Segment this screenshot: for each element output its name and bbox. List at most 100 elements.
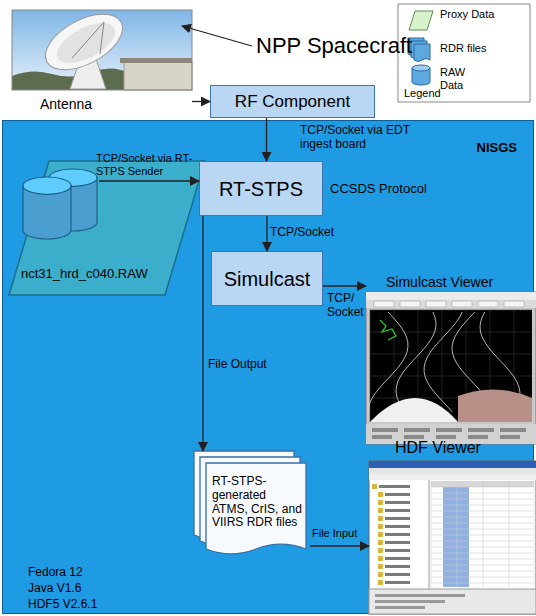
pane-divider <box>429 480 430 589</box>
window-frame <box>366 292 536 444</box>
tree-icon <box>378 524 383 529</box>
tool-button <box>478 301 498 307</box>
status-field <box>404 435 424 439</box>
tree-text <box>385 509 410 512</box>
node-text: RT-STPS <box>200 177 322 200</box>
tree-text <box>385 501 410 504</box>
tree-icon <box>378 532 383 537</box>
tool-bar <box>369 474 536 480</box>
tree-icon <box>378 508 383 513</box>
grid-line <box>370 354 532 355</box>
status-field <box>372 428 398 432</box>
node-text: HDF Viewer <box>395 439 481 457</box>
cylinder-top <box>23 177 71 194</box>
viewer-screenshot-graphic <box>366 274 536 444</box>
viewer-screenshot-graphic <box>369 439 536 614</box>
table-row <box>431 511 534 512</box>
table-row <box>431 583 534 584</box>
info-line <box>375 594 465 597</box>
rdr-files: RT-STPS-generated ATMS, CrIS, and VIIRS … <box>194 451 310 561</box>
status-field <box>468 428 494 432</box>
grid-line <box>370 310 371 422</box>
connector-arrow <box>99 180 199 181</box>
tree-icon <box>378 500 383 505</box>
building-roof <box>120 58 192 63</box>
connector-arrow <box>310 545 369 546</box>
info-line <box>375 600 445 603</box>
system-band: NISGSnct31_hrd_c040.RAWRT-STPSSimulcastS… <box>2 120 534 614</box>
table-column <box>457 481 458 587</box>
table-column <box>431 481 432 587</box>
feed-support <box>100 22 104 54</box>
tree-icon <box>378 572 383 577</box>
table-row <box>431 547 534 548</box>
node-text: RT-STPS-generated ATMS, CrIS, and VIIRS … <box>212 475 302 530</box>
title-bar <box>369 461 536 468</box>
doc-sheet <box>206 463 306 554</box>
tree-text <box>385 525 410 528</box>
tool-button <box>452 301 472 307</box>
table-row <box>431 517 534 518</box>
proxy-parallelogram <box>9 161 205 295</box>
tree-icon <box>378 516 383 521</box>
grid-line <box>370 310 532 311</box>
selected-column <box>443 487 469 587</box>
table-row <box>431 571 534 572</box>
feed-support <box>72 22 104 58</box>
tree-icon <box>378 564 383 569</box>
status-field <box>500 428 526 432</box>
text-label: Legend <box>404 87 441 100</box>
raw-swatch <box>412 65 430 85</box>
photo-frame <box>12 10 192 90</box>
rdr-swatch <box>408 38 430 62</box>
window-frame <box>369 461 536 614</box>
connector-arrow <box>266 118 267 161</box>
tree-text <box>385 549 410 552</box>
tool-button <box>426 301 446 307</box>
tree-icon <box>378 580 383 585</box>
info-pane <box>369 589 536 614</box>
table-row <box>431 493 534 494</box>
process-box: RF Component <box>210 85 375 118</box>
tree-text <box>385 517 410 520</box>
table-column <box>509 481 510 587</box>
tree-text <box>385 493 410 496</box>
antenna-dish <box>37 3 132 81</box>
tool-button <box>374 301 394 307</box>
tree-icon <box>378 492 383 497</box>
ground-track <box>380 320 396 340</box>
connector-arrow <box>192 101 210 102</box>
antenna-photo: Antenna <box>12 10 192 116</box>
connector-arrow <box>202 216 203 451</box>
proxy-swatch <box>409 11 433 30</box>
orbit-track <box>368 312 408 412</box>
tree-icon <box>378 540 383 545</box>
legend-text: RDR files <box>440 42 500 55</box>
process-box: RT-STPS <box>199 161 323 216</box>
grid-line <box>442 310 443 422</box>
tool-button <box>504 301 524 307</box>
cylinder-top <box>412 65 430 71</box>
coverage-area <box>458 389 532 422</box>
connector-group <box>99 102 369 547</box>
table-header <box>431 481 534 487</box>
cylinder-body <box>412 68 430 85</box>
antenna-dish-inner <box>51 15 122 72</box>
table-column <box>535 481 536 587</box>
tree-icon <box>372 484 377 489</box>
node-text: Simulcast <box>212 267 322 290</box>
table-row <box>431 523 534 524</box>
table-column <box>483 481 484 587</box>
connector-arrow <box>266 216 267 251</box>
table-row <box>431 487 534 488</box>
table-row <box>431 577 534 578</box>
status-field <box>468 435 488 439</box>
tool-button <box>400 301 420 307</box>
info-line <box>375 606 425 609</box>
table-row <box>431 559 534 560</box>
viewer-screenshot: HDF Viewer <box>369 439 536 614</box>
tree-text <box>385 565 410 568</box>
grid-line <box>370 376 532 377</box>
connector-arrow <box>323 285 366 286</box>
